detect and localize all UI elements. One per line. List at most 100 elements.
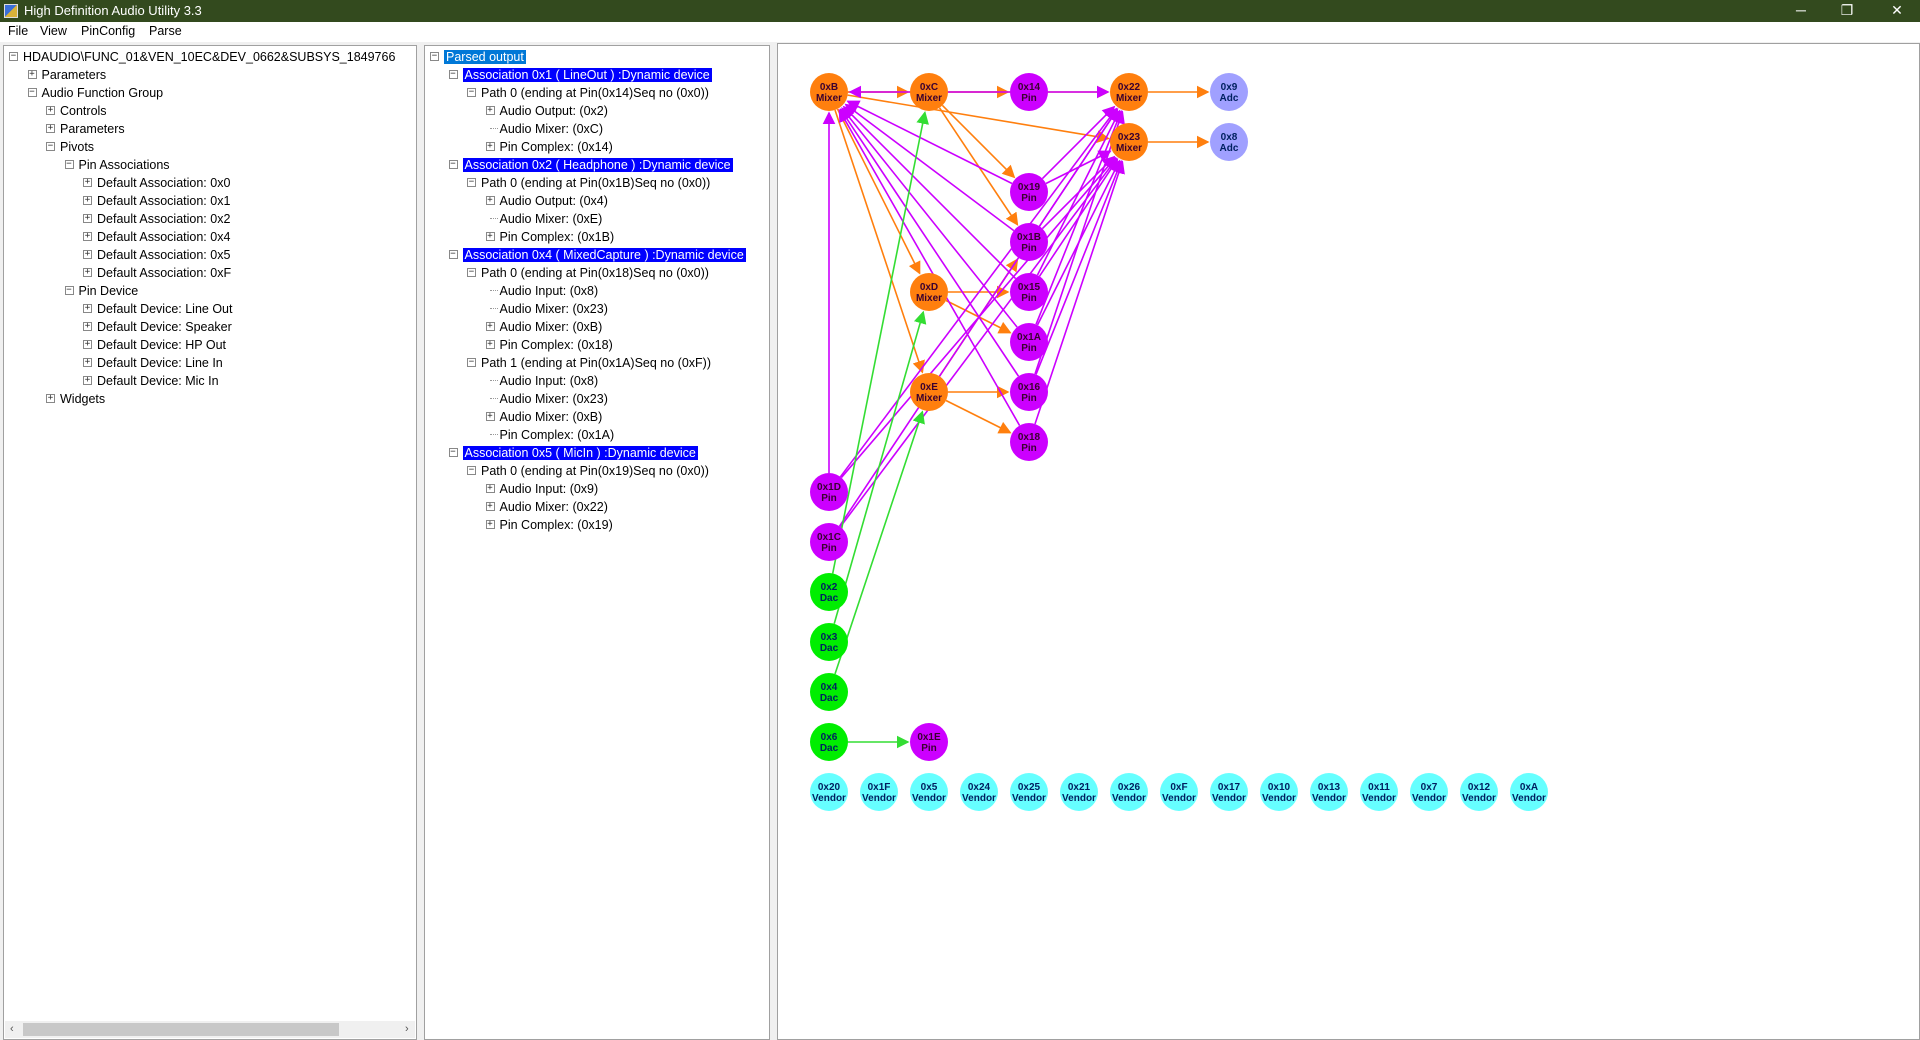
tree-item[interactable]: Audio Output: (0x2) xyxy=(500,102,608,120)
tree-item[interactable]: Widgets xyxy=(60,390,105,408)
tree-item[interactable]: Audio Function Group xyxy=(42,84,164,102)
scroll-left-icon[interactable]: ‹ xyxy=(10,1023,14,1035)
parsed-output-pane[interactable]: −Parsed output−Association 0x1 ( LineOut… xyxy=(424,45,770,1040)
expand-icon[interactable]: + xyxy=(46,123,55,133)
expand-icon[interactable]: + xyxy=(485,411,495,421)
tree-item[interactable]: Association 0x2 ( Headphone ) :Dynamic d… xyxy=(462,156,733,174)
expand-icon[interactable]: + xyxy=(83,375,92,385)
expand-icon[interactable]: + xyxy=(27,69,37,79)
restore-button[interactable]: ❐ xyxy=(1840,2,1854,18)
collapse-icon[interactable]: − xyxy=(430,51,439,61)
tree-item[interactable]: Audio Output: (0x4) xyxy=(500,192,608,210)
tree-item[interactable]: Audio Input: (0x8) xyxy=(500,372,599,390)
menu-pinconfig[interactable]: PinConfig xyxy=(81,24,136,38)
expand-icon[interactable]: + xyxy=(46,105,55,115)
tree-item[interactable]: Path 1 (ending at Pin(0x1A)Seq no (0xF)) xyxy=(481,354,711,372)
tree-item[interactable]: Path 0 (ending at Pin(0x19)Seq no (0x0)) xyxy=(481,462,709,480)
expand-icon[interactable]: + xyxy=(83,321,92,331)
expand-icon[interactable]: + xyxy=(83,303,92,313)
tree-item[interactable]: Association 0x4 ( MixedCapture ) :Dynami… xyxy=(462,246,746,264)
expand-icon[interactable]: + xyxy=(485,339,495,349)
collapse-icon[interactable]: − xyxy=(467,465,476,475)
tree-item[interactable]: Association 0x1 ( LineOut ) :Dynamic dev… xyxy=(462,66,712,84)
tree-item[interactable]: Audio Mixer: (0xB) xyxy=(500,318,603,336)
tree-item[interactable]: Default Association: 0x2 xyxy=(97,210,230,228)
collapse-icon[interactable]: − xyxy=(448,69,458,79)
tree-item[interactable]: Pin Complex: (0x1A) xyxy=(500,426,615,444)
menu-view[interactable]: View xyxy=(40,24,67,38)
expand-icon[interactable]: + xyxy=(485,519,495,529)
tree-item[interactable]: Parameters xyxy=(42,66,107,84)
device-tree-pane[interactable]: −HDAUDIO\FUNC_01&VEN_10EC&DEV_0662&SUBSY… xyxy=(3,45,417,1040)
tree-item[interactable]: Default Association: 0x5 xyxy=(97,246,230,264)
tree-item[interactable]: Path 0 (ending at Pin(0x14)Seq no (0x0)) xyxy=(481,84,709,102)
tree-item[interactable]: Pivots xyxy=(60,138,94,156)
scrollbar-thumb[interactable] xyxy=(23,1023,339,1036)
expand-icon[interactable]: + xyxy=(83,339,92,349)
collapse-icon[interactable]: − xyxy=(46,141,55,151)
expand-icon[interactable]: + xyxy=(46,393,55,403)
tree-item[interactable]: Default Device: Line Out xyxy=(97,300,233,318)
tree-item[interactable]: Audio Mixer: (0x22) xyxy=(500,498,608,516)
tree-item[interactable]: Default Association: 0x4 xyxy=(97,228,230,246)
collapse-icon[interactable]: − xyxy=(64,159,74,169)
expand-icon[interactable]: + xyxy=(485,483,495,493)
collapse-icon[interactable]: − xyxy=(467,267,476,277)
expand-icon[interactable]: + xyxy=(485,105,495,115)
tree-item[interactable]: HDAUDIO\FUNC_01&VEN_10EC&DEV_0662&SUBSYS… xyxy=(23,48,395,66)
menu-parse[interactable]: Parse xyxy=(149,24,182,38)
expand-icon[interactable]: + xyxy=(83,249,92,259)
expand-icon[interactable]: + xyxy=(83,231,92,241)
tree-item[interactable]: Default Association: 0x0 xyxy=(97,174,230,192)
tree-item[interactable]: Default Device: Speaker xyxy=(97,318,232,336)
tree-item[interactable]: Audio Mixer: (0x23) xyxy=(500,300,608,318)
collapse-icon[interactable]: − xyxy=(64,285,74,295)
tree-item[interactable]: Pin Complex: (0x19) xyxy=(500,516,613,534)
collapse-icon[interactable]: − xyxy=(448,249,458,259)
tree-item[interactable]: Path 0 (ending at Pin(0x18)Seq no (0x0)) xyxy=(481,264,709,282)
expand-icon[interactable]: + xyxy=(485,231,495,241)
tree-item[interactable]: Pin Associations xyxy=(79,156,170,174)
tree-item[interactable]: Parsed output xyxy=(444,48,526,66)
tree-item[interactable]: Audio Mixer: (0xB) xyxy=(500,408,603,426)
tree-item[interactable]: Audio Mixer: (0xE) xyxy=(500,210,603,228)
tree-item[interactable]: Default Device: Line In xyxy=(97,354,223,372)
collapse-icon[interactable]: − xyxy=(448,447,458,457)
collapse-icon[interactable]: − xyxy=(9,51,18,61)
expand-icon[interactable]: + xyxy=(83,177,92,187)
tree-item[interactable]: Default Association: 0xF xyxy=(97,264,231,282)
tree-item[interactable]: Default Device: HP Out xyxy=(97,336,226,354)
minimize-button[interactable]: ─ xyxy=(1796,2,1806,18)
expand-icon[interactable]: + xyxy=(485,321,495,331)
collapse-icon[interactable]: − xyxy=(467,87,476,97)
horizontal-scrollbar[interactable]: ‹ › xyxy=(5,1021,415,1038)
